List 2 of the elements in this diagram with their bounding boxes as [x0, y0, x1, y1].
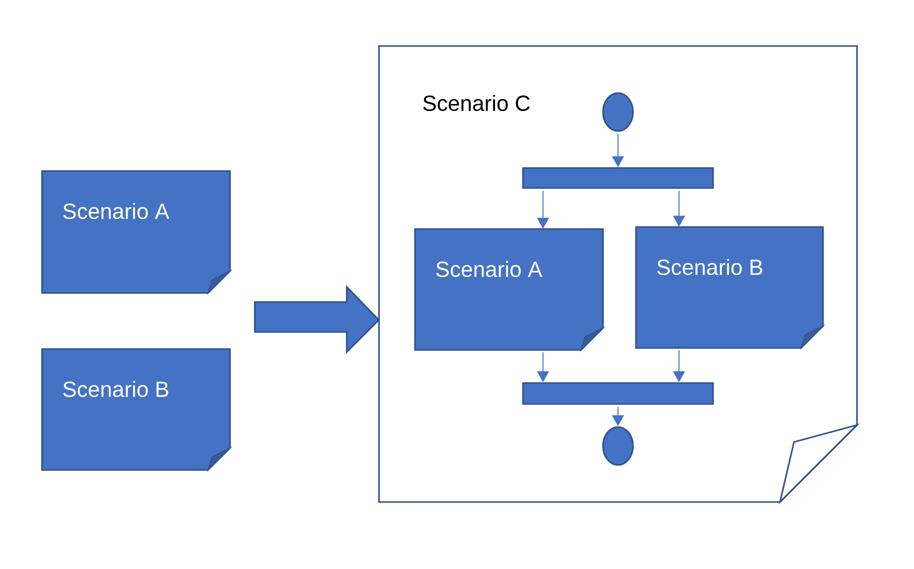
- circle-node: [602, 92, 634, 132]
- circle-node: [602, 426, 634, 466]
